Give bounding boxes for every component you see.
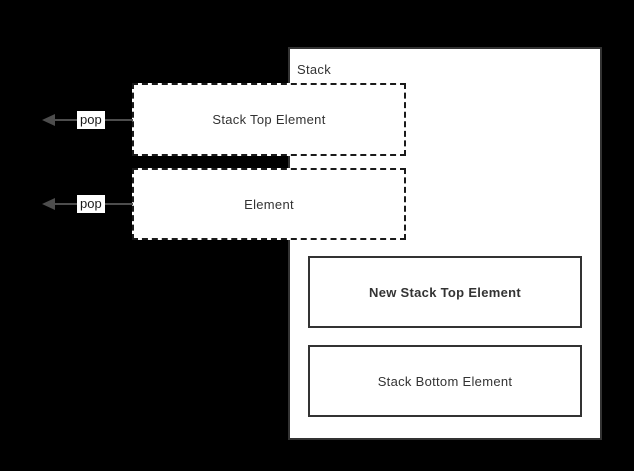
stack-bottom-element-box: Stack Bottom Element: [308, 345, 582, 417]
stack-bottom-element-label: Stack Bottom Element: [377, 373, 513, 389]
new-stack-top-element-box: New Stack Top Element: [308, 256, 582, 328]
new-stack-top-element-label: New Stack Top Element: [369, 284, 521, 300]
element-box: Element: [132, 168, 406, 240]
pop-arrow-label: pop: [77, 111, 105, 129]
element-label: Element: [244, 196, 294, 212]
stack-container-label: Stack: [297, 62, 332, 77]
left-arrowhead-icon: [42, 114, 55, 126]
stack-top-element-label: Stack Top Element: [212, 112, 326, 127]
stack-top-element-box: Stack Top Element: [132, 83, 406, 156]
pop-arrow-label: pop: [77, 195, 105, 213]
left-arrowhead-icon: [42, 198, 55, 210]
